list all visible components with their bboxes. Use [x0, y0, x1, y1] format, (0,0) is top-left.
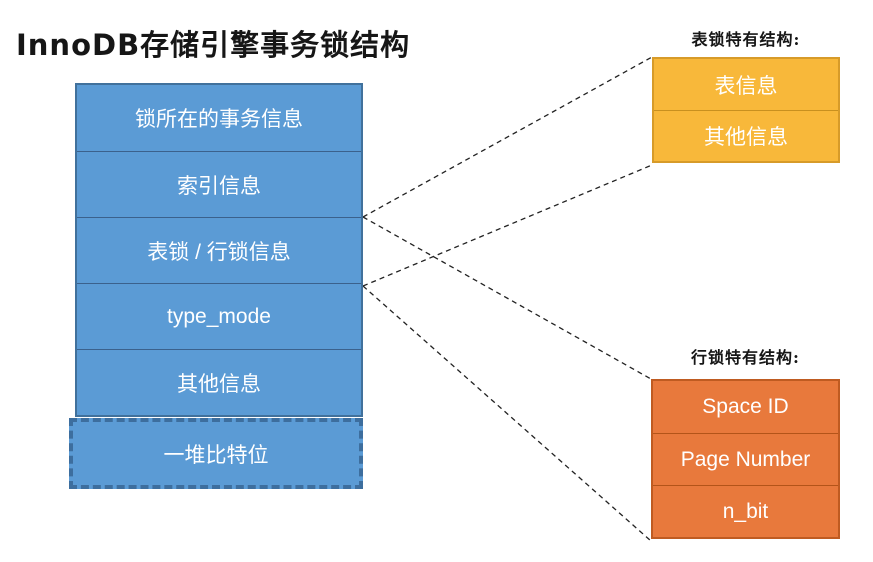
connector-to-table-lock-bottom: [362, 164, 653, 287]
lock-row-bits-dashed: 一堆比特位: [69, 418, 363, 489]
lock-row-other-info: 其他信息: [77, 349, 361, 415]
table-lock-row-table-info: 表信息: [654, 59, 838, 110]
diagram-title: InnoDB存储引擎事务锁结构: [16, 28, 411, 62]
table-lock-structure-box: 表信息 其他信息: [652, 57, 840, 163]
connector-to-table-lock-top: [362, 56, 653, 218]
lock-row-transaction-info: 锁所在的事务信息: [77, 85, 361, 151]
lock-row-table-row-lock-info: 表锁 / 行锁信息: [77, 217, 361, 283]
connector-to-row-lock-bottom: [362, 285, 652, 542]
lock-row-index-info: 索引信息: [77, 151, 361, 217]
table-lock-structure-label: 表锁特有结构:: [691, 30, 801, 49]
row-lock-row-page-number: Page Number: [653, 433, 838, 485]
lock-structure-box: 锁所在的事务信息 索引信息 表锁 / 行锁信息 type_mode 其他信息: [75, 83, 363, 417]
table-lock-row-other-info: 其他信息: [654, 110, 838, 161]
connector-to-row-lock-top: [362, 216, 652, 380]
row-lock-structure-box: Space ID Page Number n_bit: [651, 379, 840, 539]
lock-row-type-mode: type_mode: [77, 283, 361, 349]
row-lock-row-space-id: Space ID: [653, 381, 838, 433]
row-lock-structure-label: 行锁特有结构:: [691, 348, 800, 367]
row-lock-row-n-bit: n_bit: [653, 485, 838, 537]
